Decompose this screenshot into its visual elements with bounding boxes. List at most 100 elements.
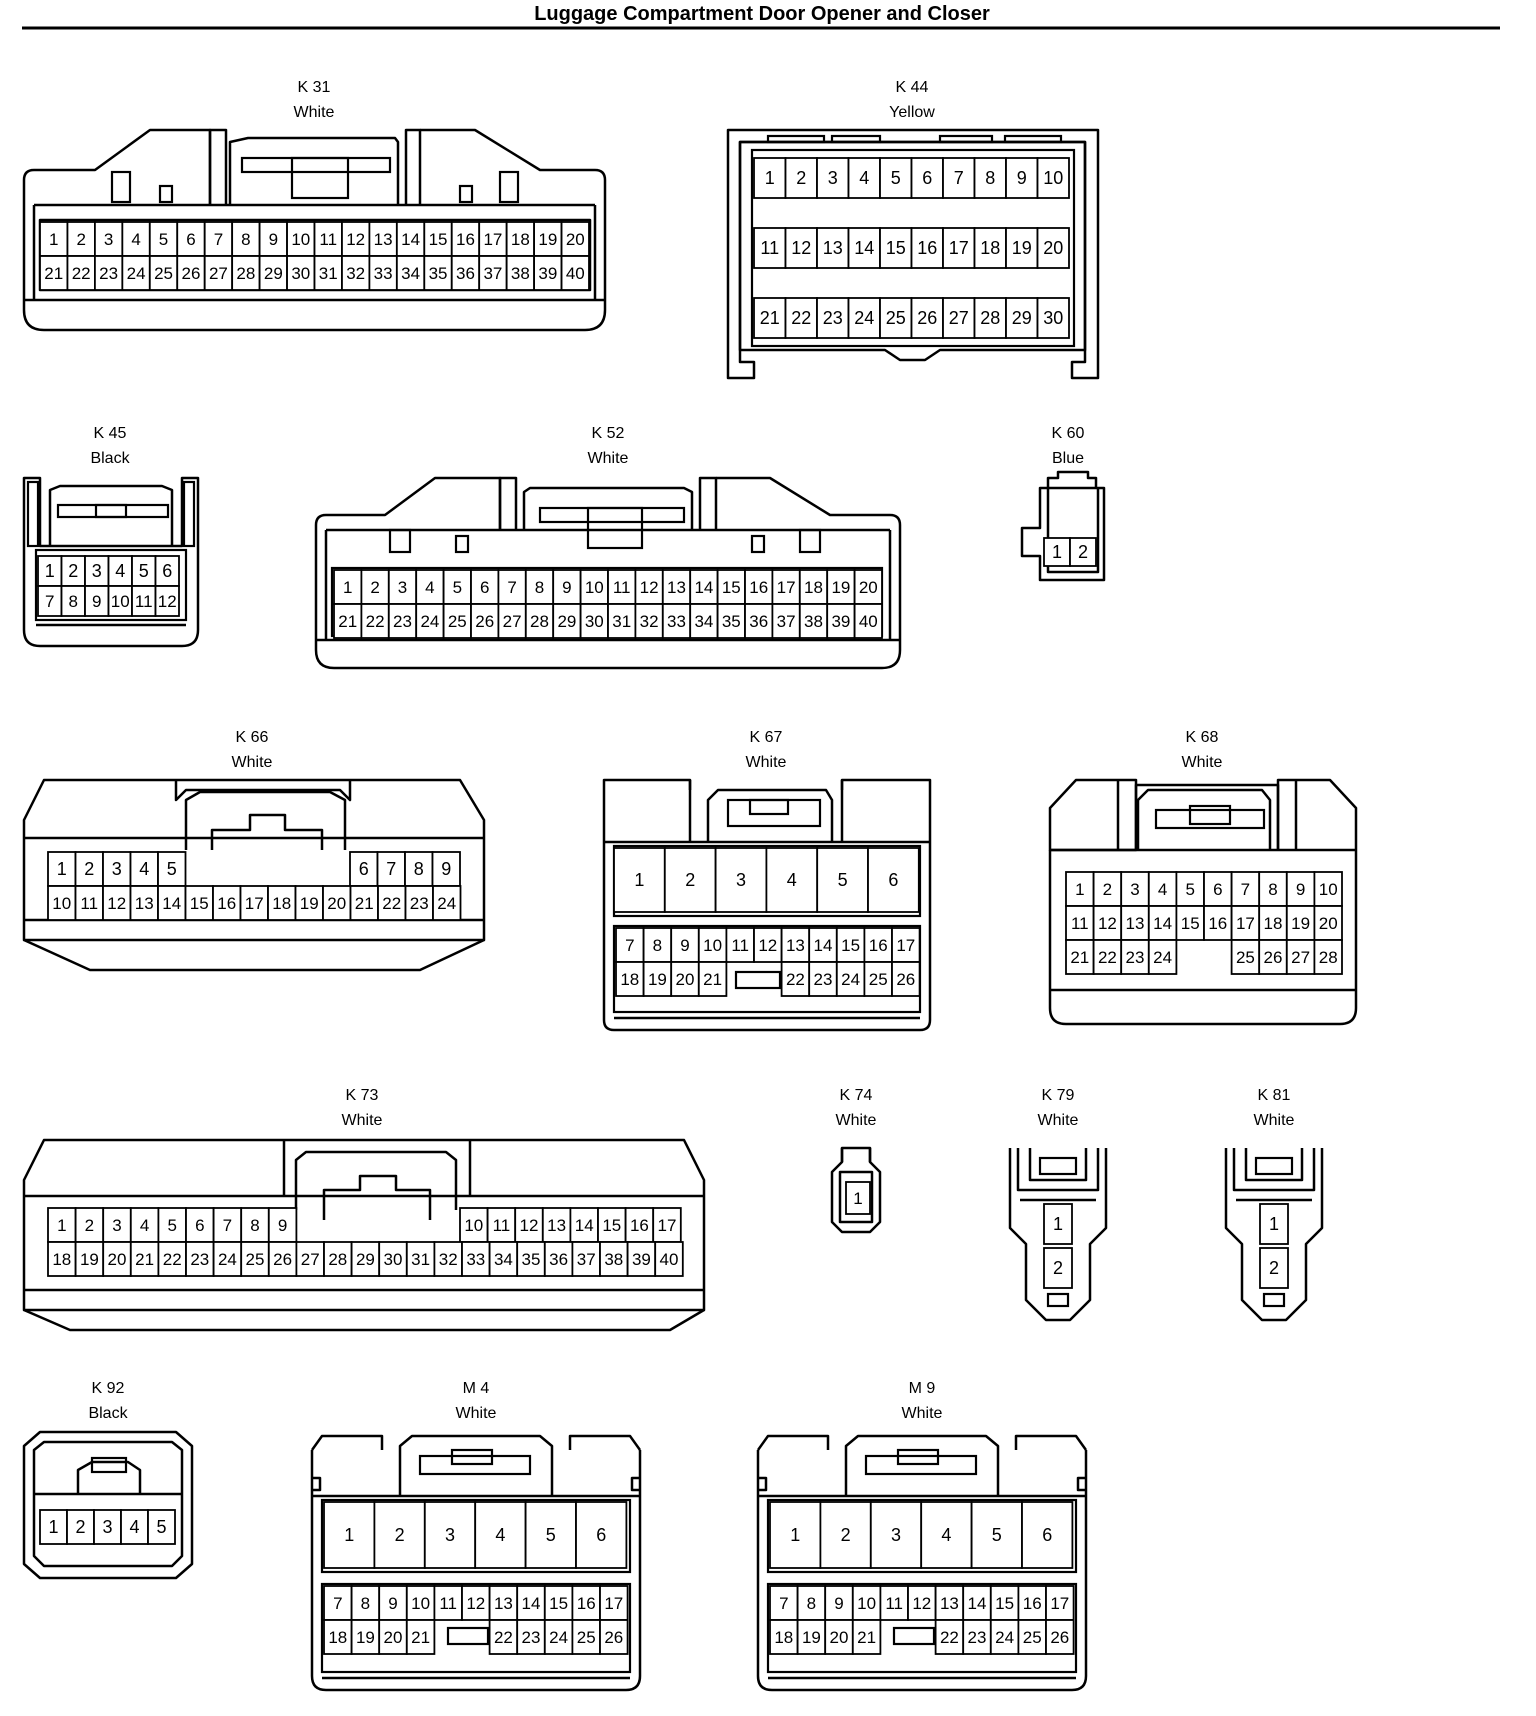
pin-number: 3 xyxy=(112,1216,121,1235)
pin-number: 16 xyxy=(917,238,937,258)
pin-number: 13 xyxy=(667,578,686,597)
pin-number: 21 xyxy=(338,612,357,631)
pin-number: 13 xyxy=(786,936,805,955)
pin-number: 7 xyxy=(333,1594,342,1613)
pin-number: 25 xyxy=(869,970,888,989)
pin-number: 31 xyxy=(411,1250,430,1269)
pin-cell xyxy=(1065,905,1095,941)
pin-cell xyxy=(753,227,787,269)
pin-number: 33 xyxy=(374,264,393,283)
housing-outline xyxy=(1048,778,1138,852)
pin-number: 31 xyxy=(612,612,631,631)
pin-cell xyxy=(575,1501,628,1569)
pin-number: 25 xyxy=(246,1250,265,1269)
pin-number: 18 xyxy=(328,1628,347,1647)
pin-number: 20 xyxy=(859,578,878,597)
pin-cell xyxy=(120,1509,149,1545)
pin-cell xyxy=(879,227,913,269)
housing-detail xyxy=(1046,1292,1070,1308)
pin-number: 8 xyxy=(241,230,250,249)
pin-number: 24 xyxy=(841,970,860,989)
pin-number: 39 xyxy=(538,264,557,283)
housing-outline xyxy=(310,1450,642,1692)
housing-detail xyxy=(56,503,170,519)
pin-number: 35 xyxy=(429,264,448,283)
pin-cell xyxy=(147,1509,176,1545)
connector-code: K 60 xyxy=(1052,425,1085,442)
pin-cell xyxy=(571,1619,601,1655)
housing-detail xyxy=(896,1448,940,1466)
pin-number: 28 xyxy=(1319,948,1338,967)
housing-detail xyxy=(158,184,174,204)
pin-cell xyxy=(74,1241,105,1277)
pin-number: 4 xyxy=(140,1216,149,1235)
pin-number: 9 xyxy=(1296,880,1305,899)
housing-detail xyxy=(864,1454,978,1476)
pin-number: 27 xyxy=(503,612,522,631)
connector-code: M 9 xyxy=(909,1380,936,1397)
pin-cell xyxy=(74,1207,105,1243)
housing-outline xyxy=(312,1476,322,1492)
pin-number: 18 xyxy=(52,1250,71,1269)
pin-number: 25 xyxy=(1236,948,1255,967)
pin-number: 18 xyxy=(804,578,823,597)
pin-number: 11 xyxy=(135,592,153,611)
connector-code: K 92 xyxy=(92,1380,125,1397)
pin-number: 5 xyxy=(1185,880,1194,899)
housing-outline xyxy=(22,205,607,332)
housing-detail xyxy=(418,1454,532,1476)
pin-number: 14 xyxy=(401,230,420,249)
pin-number: 28 xyxy=(980,308,1000,328)
pin-cell xyxy=(488,1241,519,1277)
pin-number: 15 xyxy=(602,1216,621,1235)
pin-cell xyxy=(1230,939,1261,975)
pin-number: 1 xyxy=(48,1517,58,1537)
housing-outline xyxy=(1244,1148,1304,1182)
pin-number: 15 xyxy=(995,1594,1014,1613)
housing-detail xyxy=(1254,1156,1294,1176)
pin-number: 2 xyxy=(370,578,379,597)
pin-cell xyxy=(154,585,180,617)
pin-cell xyxy=(962,1585,992,1621)
pin-number: 3 xyxy=(104,230,113,249)
pin-cell xyxy=(505,255,535,291)
pin-cell xyxy=(478,255,508,291)
pin-number: 18 xyxy=(980,238,1000,258)
housing-outline xyxy=(404,128,422,205)
pin-number: 19 xyxy=(648,970,667,989)
pin-number: 14 xyxy=(968,1594,987,1613)
pin-number: 20 xyxy=(108,1250,127,1269)
housing-detail xyxy=(798,528,822,554)
pin-number: 18 xyxy=(1264,914,1283,933)
pin-number: 12 xyxy=(758,936,777,955)
pin-number: 4 xyxy=(139,859,149,879)
pin-cell xyxy=(569,1207,599,1243)
pin-number: 26 xyxy=(1050,1628,1069,1647)
pin-cell xyxy=(1147,939,1178,975)
pin-cell xyxy=(1065,939,1095,975)
pin-cell xyxy=(405,1619,436,1655)
pin-cell xyxy=(524,569,555,605)
pin-cell xyxy=(835,961,866,997)
pin-number: 29 xyxy=(557,612,576,631)
housing-detail xyxy=(1003,134,1063,144)
pin-number: 10 xyxy=(857,1594,876,1613)
pin-number: 16 xyxy=(456,230,475,249)
pin-number: 23 xyxy=(814,970,833,989)
pin-number: 18 xyxy=(620,970,639,989)
pin-number: 14 xyxy=(522,1594,541,1613)
pin-number: 22 xyxy=(382,894,401,913)
pin-number: 12 xyxy=(912,1594,931,1613)
pin-number: 1 xyxy=(57,1216,66,1235)
pin-number: 40 xyxy=(660,1250,679,1269)
pin-number: 9 xyxy=(834,1594,843,1613)
housing-detail xyxy=(892,1626,936,1646)
housing-outline xyxy=(716,476,902,530)
housing-outline xyxy=(756,1434,830,1451)
pin-cell xyxy=(879,1585,909,1621)
